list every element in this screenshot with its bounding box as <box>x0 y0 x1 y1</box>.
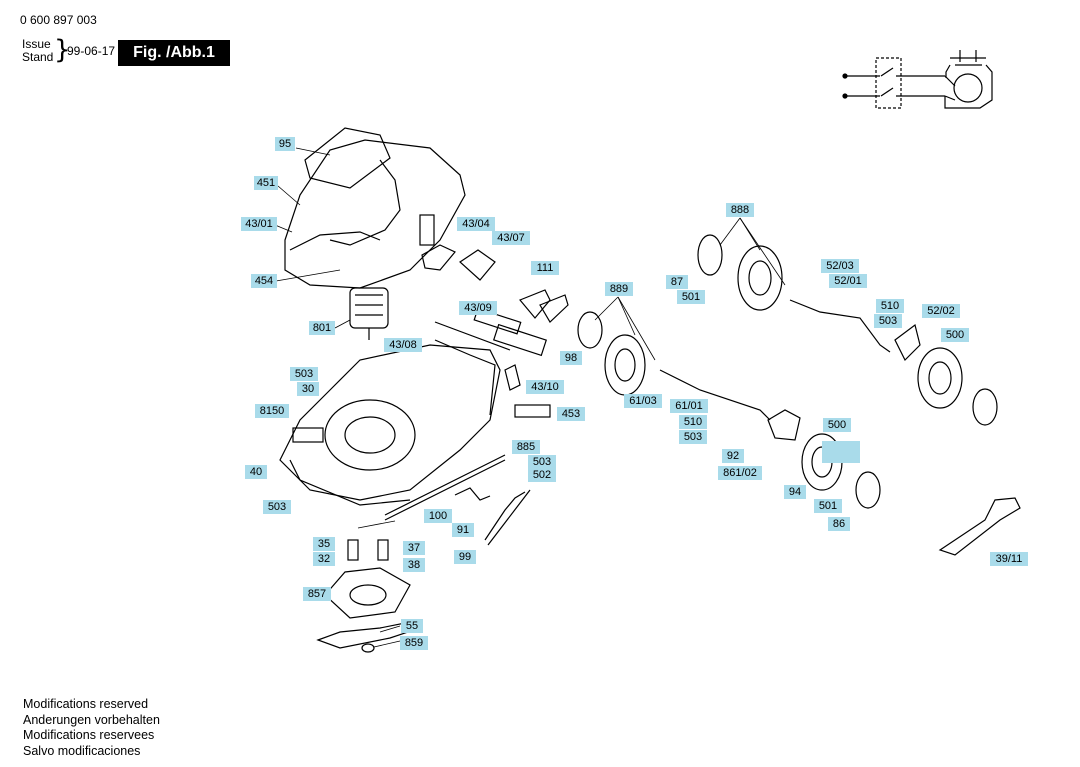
part-label: 801 <box>309 321 335 335</box>
part-label: 111 <box>531 261 559 275</box>
part-label: 52/01 <box>829 274 867 288</box>
issue-stand-labels: Issue Stand <box>22 38 53 64</box>
brace-icon: } <box>54 35 71 65</box>
part-label: 857 <box>303 587 331 601</box>
stand-label: Stand <box>22 50 54 64</box>
part-label: 510 <box>876 299 904 313</box>
part-label: 503 <box>290 367 318 381</box>
part-label: 52/02 <box>922 304 960 318</box>
part-label: 501 <box>677 290 705 304</box>
part-label: 98 <box>560 351 582 365</box>
modifications-line: Salvo modificaciones <box>23 743 141 758</box>
part-label: 100 <box>424 509 452 523</box>
part-label: 43/04 <box>457 217 495 231</box>
document-number: 0 600 897 003 <box>20 13 97 27</box>
part-label: 43/09 <box>459 301 497 315</box>
part-label: 94 <box>784 485 806 499</box>
part-label: 99 <box>454 550 476 564</box>
part-label: 503 <box>679 430 707 444</box>
modifications-line: Anderungen vorbehalten <box>23 712 160 727</box>
issue-date: 99-06-17 <box>67 44 116 58</box>
part-label: 503 <box>528 455 556 469</box>
modifications-line: Modifications reservees <box>23 728 155 742</box>
part-label: 888 <box>726 203 754 217</box>
part-label: 503 <box>263 500 291 514</box>
deck-parts-icon <box>292 244 569 546</box>
modifications-note: Modifications reserved Anderungen vorbeh… <box>23 697 160 759</box>
highlight-marker <box>822 441 860 463</box>
front-wheel-icon <box>767 323 998 509</box>
part-label: 95 <box>275 137 295 151</box>
modifications-line: Modifications reserved <box>23 697 149 711</box>
part-label: 885 <box>512 440 540 454</box>
part-label: 8150 <box>255 404 289 418</box>
part-label: 92 <box>722 449 744 463</box>
part-label: 91 <box>452 523 474 537</box>
part-label: 502 <box>528 468 556 482</box>
part-label: 32 <box>313 552 335 566</box>
part-label: 52/03 <box>821 259 859 273</box>
issue-label: Issue <box>22 37 51 51</box>
part-label: 501 <box>814 499 842 513</box>
part-label: 889 <box>605 282 633 296</box>
bracket-part-icon <box>938 497 1021 556</box>
part-label: 43/10 <box>526 380 564 394</box>
motor-hood-icon <box>284 127 466 289</box>
part-label: 55 <box>401 619 423 633</box>
part-label: 61/01 <box>670 399 708 413</box>
part-label: 500 <box>941 328 969 342</box>
part-label: 39/11 <box>990 552 1028 566</box>
part-label: 61/03 <box>624 394 662 408</box>
part-label: 86 <box>828 517 850 531</box>
figure-title: Fig. /Abb.1 <box>118 40 230 66</box>
part-label: 38 <box>403 558 425 572</box>
part-label: 859 <box>400 636 428 650</box>
part-label: 43/01 <box>241 217 277 231</box>
part-label: 861/02 <box>718 466 762 480</box>
motor-icon <box>349 287 389 340</box>
part-label: 43/07 <box>492 231 530 245</box>
part-label: 40 <box>245 465 267 479</box>
part-label: 35 <box>313 537 335 551</box>
circuit-diagram-icon <box>842 50 993 109</box>
part-label: 43/08 <box>384 338 422 352</box>
part-label: 451 <box>254 176 278 190</box>
part-label: 503 <box>874 314 902 328</box>
part-label: 454 <box>251 274 277 288</box>
part-label: 87 <box>666 275 688 289</box>
deck-housing-icon <box>279 339 501 506</box>
part-label: 37 <box>403 541 425 555</box>
part-label: 30 <box>297 382 319 396</box>
part-label: 500 <box>823 418 851 432</box>
part-label: 453 <box>557 407 585 421</box>
part-label: 510 <box>679 415 707 429</box>
